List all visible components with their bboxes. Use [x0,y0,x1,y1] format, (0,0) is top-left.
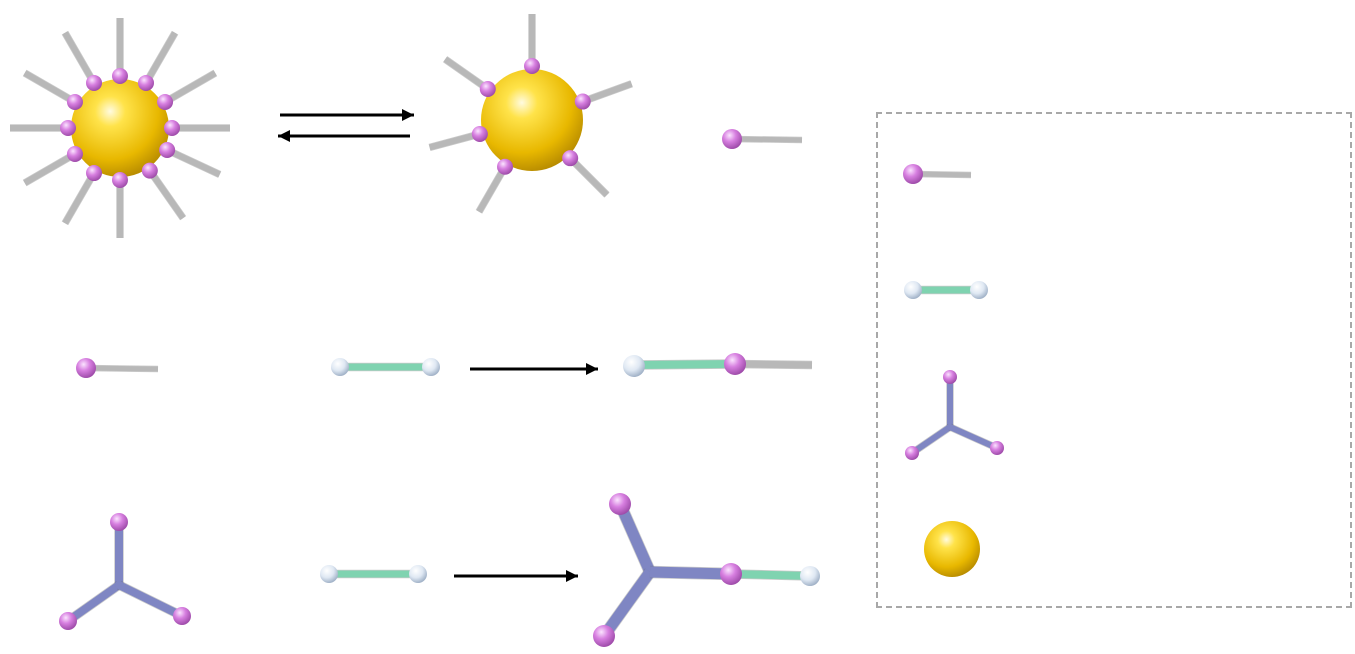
tripod-arm [910,424,952,456]
ligand-head [524,58,540,74]
ligand-tail [428,131,481,151]
arrow-head [566,570,578,582]
linker-reactant [331,358,440,376]
ligand-head [66,94,83,110]
ligand-tail [147,168,186,220]
tripod-linker-adduct [593,493,820,647]
linker-end [320,565,338,583]
ligand-head [76,358,96,378]
tripod-arm [649,566,732,580]
ligand-head [112,172,128,188]
tripod-hub [115,581,123,589]
ligand-tail [165,147,221,178]
tripod-arm [65,581,122,625]
tripod-arm [614,501,656,575]
nanoparticle-6-ligands [428,14,633,214]
ligand-head [903,164,923,184]
tripod-end [173,607,191,625]
tripod-hub [947,424,953,430]
ligand-head [141,162,158,179]
arrow-head [402,109,414,121]
tripod-arm [948,424,999,451]
ligand-head [479,81,496,98]
linker-rod [633,360,736,369]
legend [903,164,1004,577]
ligand-tail [62,171,97,225]
legend-ligand-icon [903,164,972,184]
nanoparticle-icon [481,69,583,171]
free-ligand [722,129,803,149]
ligand-reactant [76,358,159,378]
tripod-end [593,625,615,647]
tripod-end [905,446,919,460]
ligand-head [86,74,102,91]
ligand-tail [734,360,813,369]
ligand-head [112,68,128,84]
linker-end [970,281,988,299]
arrow-head [586,363,598,375]
legend-nanoparticle-icon [924,521,980,577]
reverse-arrow [278,130,410,142]
reaction-arrow-icon [454,570,578,582]
tripod-end [720,563,742,585]
ligand-tail [476,165,508,214]
tripod-arm [599,568,655,640]
linker-end [623,355,645,377]
ligand-head [722,129,742,149]
tripod-end [943,370,957,384]
equilibrium-arrows-icon [278,109,414,142]
ligand-head [86,165,102,182]
ligand-head [60,120,76,136]
ligand-tail [443,56,490,92]
linker-end [904,281,922,299]
ligand-linker-adduct [623,353,813,377]
ligand-head [164,120,180,136]
tripod-end [59,612,77,630]
legend-tripod-linker-icon [905,370,1004,460]
ligand-tail [62,31,97,85]
legend-nanoparticle-sphere [924,521,980,577]
linker-reactant-2 [320,565,427,583]
ligand-head [562,150,579,167]
forward-arrow [280,109,414,121]
ligand-tail [23,151,77,186]
ligand-head [497,158,513,175]
ligand-head [471,125,488,142]
ligand-head [159,141,176,158]
nanoparticle-10-ligands [10,18,230,238]
tripod-end [110,513,128,531]
legend-linker-icon [904,281,988,299]
tripod-end [990,441,1004,455]
ligand-tail [85,365,159,372]
ligand-head [157,94,174,110]
reaction-arrow-icon [470,363,598,375]
ligand-tail [163,70,217,105]
linker-end [800,566,820,586]
linker-end [331,358,349,376]
ligand-tail [731,136,803,143]
ligand-head [138,74,154,91]
ligand-head [574,93,591,110]
tripod-arm [117,581,184,620]
tripod-reactant [59,513,191,630]
linker-rod [730,570,811,580]
ligand-head [66,146,83,162]
arrow-head [278,130,290,142]
legend-box [876,112,1352,608]
tripod-end [609,493,631,515]
ligand-head [724,353,746,375]
linker-end [422,358,440,376]
ligand-tail [568,156,610,198]
ligand-tail [581,80,633,105]
nanoparticle-icon [71,79,169,177]
ligand-tail [23,70,77,105]
ligand-tail [143,31,178,85]
linker-end [409,565,427,583]
